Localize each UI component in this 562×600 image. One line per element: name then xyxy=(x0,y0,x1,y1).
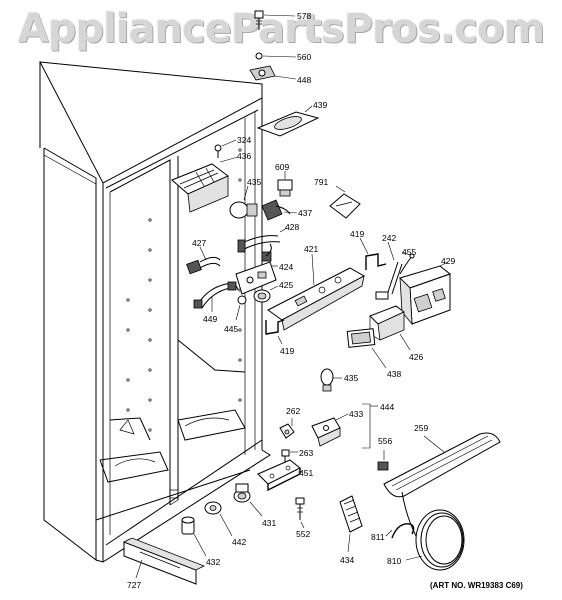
watermark: AppliancePartsPros.com xyxy=(17,6,545,52)
part-262-clip xyxy=(279,418,295,439)
label-263: 263 xyxy=(299,448,313,458)
label-445: 445 xyxy=(224,324,238,334)
part-445-knob xyxy=(235,295,247,321)
part-labels: 578 560 448 439 324 436 609 435 791 437 … xyxy=(127,11,523,590)
label-811: 811 xyxy=(371,532,385,542)
label-262: 262 xyxy=(286,406,300,416)
label-419-bottom: 419 xyxy=(280,346,294,356)
label-578: 578 xyxy=(297,11,311,21)
part-259-cover xyxy=(383,432,501,498)
label-435-top: 435 xyxy=(247,177,261,187)
part-433-socket xyxy=(311,413,349,447)
label-324: 324 xyxy=(237,135,251,145)
part-419-bracket-top xyxy=(359,237,387,270)
part-448-hinge xyxy=(249,65,297,81)
label-437: 437 xyxy=(298,208,312,218)
part-434-filter xyxy=(339,495,363,553)
part-444-bracket-callout xyxy=(362,403,378,449)
label-426: 426 xyxy=(409,352,423,362)
label-552: 552 xyxy=(296,529,310,539)
part-438-lens xyxy=(346,328,387,369)
label-451: 451 xyxy=(299,468,313,478)
part-428-harness xyxy=(237,227,288,262)
part-435-bulb-top xyxy=(229,185,258,219)
part-429-dispenser-housing xyxy=(399,261,452,326)
part-451-bracket xyxy=(257,459,302,492)
part-324-screw xyxy=(214,139,237,158)
part-449-harness xyxy=(193,281,239,312)
case-holes xyxy=(126,148,242,432)
label-727: 727 xyxy=(127,580,141,590)
part-556-clip xyxy=(377,450,389,471)
label-439: 439 xyxy=(313,100,327,110)
label-791: 791 xyxy=(314,177,328,187)
label-444: 444 xyxy=(380,402,394,412)
label-431: 431 xyxy=(262,518,276,528)
label-419-top: 419 xyxy=(350,229,364,239)
part-791-bracket xyxy=(329,185,361,219)
part-810-tubing xyxy=(401,491,465,571)
part-439-light-shield xyxy=(256,105,320,137)
art-number: (ART NO. WR19383 C69) xyxy=(430,581,523,590)
label-435-bottom: 435 xyxy=(344,373,358,383)
label-455: 455 xyxy=(402,247,416,257)
part-560-screw xyxy=(255,52,297,60)
part-432-plug xyxy=(181,516,207,557)
part-811-clip xyxy=(385,523,415,539)
part-455-wire xyxy=(399,251,415,275)
part-552-screw xyxy=(295,497,305,529)
part-578-screw xyxy=(254,10,296,30)
part-436-light-housing xyxy=(171,156,239,213)
part-437-harness xyxy=(261,199,298,221)
label-427: 427 xyxy=(192,238,206,248)
label-421: 421 xyxy=(304,244,318,254)
label-436: 436 xyxy=(237,151,251,161)
part-419-bracket-bottom xyxy=(265,319,285,345)
label-433: 433 xyxy=(349,409,363,419)
label-448: 448 xyxy=(297,75,311,85)
part-609-socket xyxy=(277,171,293,197)
label-434: 434 xyxy=(340,555,354,565)
part-426-module xyxy=(369,305,411,351)
part-424-control-board xyxy=(235,261,278,295)
label-428: 428 xyxy=(285,222,299,232)
label-442: 442 xyxy=(232,537,246,547)
label-609: 609 xyxy=(275,162,289,172)
part-442-grommet xyxy=(204,501,233,537)
label-425: 425 xyxy=(279,280,293,290)
part-727-grille xyxy=(123,537,205,585)
part-435-bulb-bottom xyxy=(320,368,342,392)
label-424: 424 xyxy=(279,262,293,272)
label-810: 810 xyxy=(387,556,401,566)
label-432: 432 xyxy=(206,557,220,567)
part-421-housing xyxy=(267,253,366,331)
label-242: 242 xyxy=(382,233,396,243)
part-431-grommet xyxy=(233,483,263,517)
label-560: 560 xyxy=(297,52,311,62)
label-556: 556 xyxy=(378,436,392,446)
label-259: 259 xyxy=(414,423,428,433)
label-438: 438 xyxy=(387,369,401,379)
part-425-knob xyxy=(253,285,279,303)
label-429: 429 xyxy=(441,256,455,266)
part-427-harness xyxy=(186,246,221,275)
part-242-switch xyxy=(375,241,403,300)
label-449: 449 xyxy=(203,314,217,324)
